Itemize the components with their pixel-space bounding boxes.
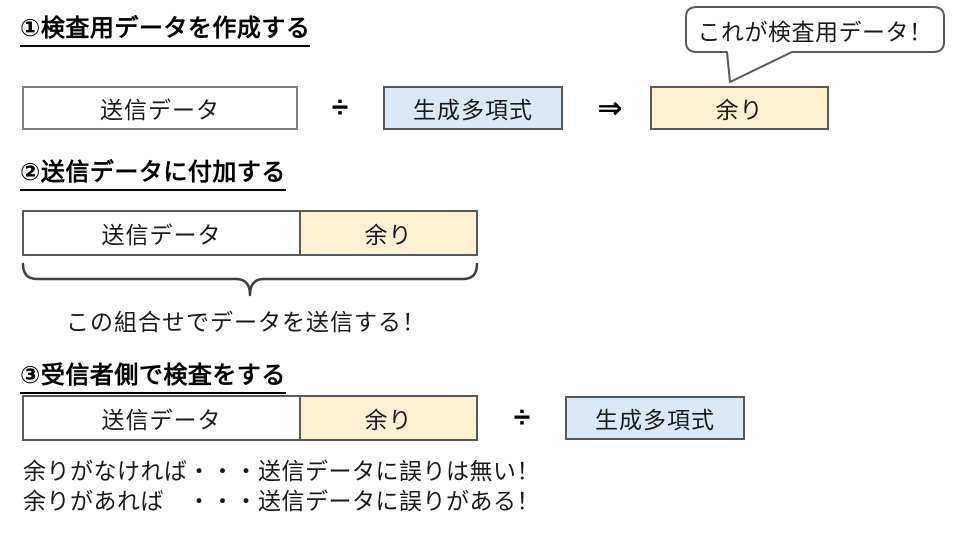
- step3-remainder-cell: 余り: [299, 397, 476, 439]
- result-lines: 余りがなければ・・・送信データに誤りは無い！ 余りがあれば ・・・送信データに誤…: [23, 456, 540, 516]
- step1-divide-symbol: ÷: [331, 91, 349, 124]
- step2-send-caption: この組合せでデータを送信する！: [66, 309, 426, 335]
- step3-divide-symbol: ÷: [513, 401, 531, 434]
- step2-heading: ②送信データに付加する: [20, 152, 286, 191]
- step1-sender-data-box: 送信データ: [22, 86, 298, 130]
- result-line-has-remainder: 余りがあれば ・・・送信データに誤りがある！: [23, 488, 540, 514]
- step2-remainder-cell: 余り: [299, 212, 476, 254]
- step3-sender-data-cell: 送信データ: [24, 397, 299, 439]
- step1-heading: ①検査用データを作成する: [20, 8, 311, 47]
- result-line-no-remainder: 余りがなければ・・・送信データに誤りは無い！: [23, 458, 540, 484]
- step1-generator-box: 生成多項式: [383, 86, 563, 130]
- callout-bubble: これが検査用データ！: [686, 7, 944, 52]
- implies-arrow-icon: ⇒: [597, 91, 623, 125]
- brace-icon: [21, 262, 479, 297]
- step2-sender-data-cell: 送信データ: [24, 212, 299, 254]
- step3-generator-box: 生成多項式: [565, 396, 745, 440]
- callout-label: これが検査用データ！: [697, 18, 933, 45]
- step1-remainder-box: 余り: [650, 86, 829, 130]
- step2-combined-frame: 送信データ 余り: [22, 210, 478, 256]
- step3-combined-frame: 送信データ 余り: [22, 395, 478, 441]
- step3-heading: ③受信者側で検査をする: [20, 355, 286, 394]
